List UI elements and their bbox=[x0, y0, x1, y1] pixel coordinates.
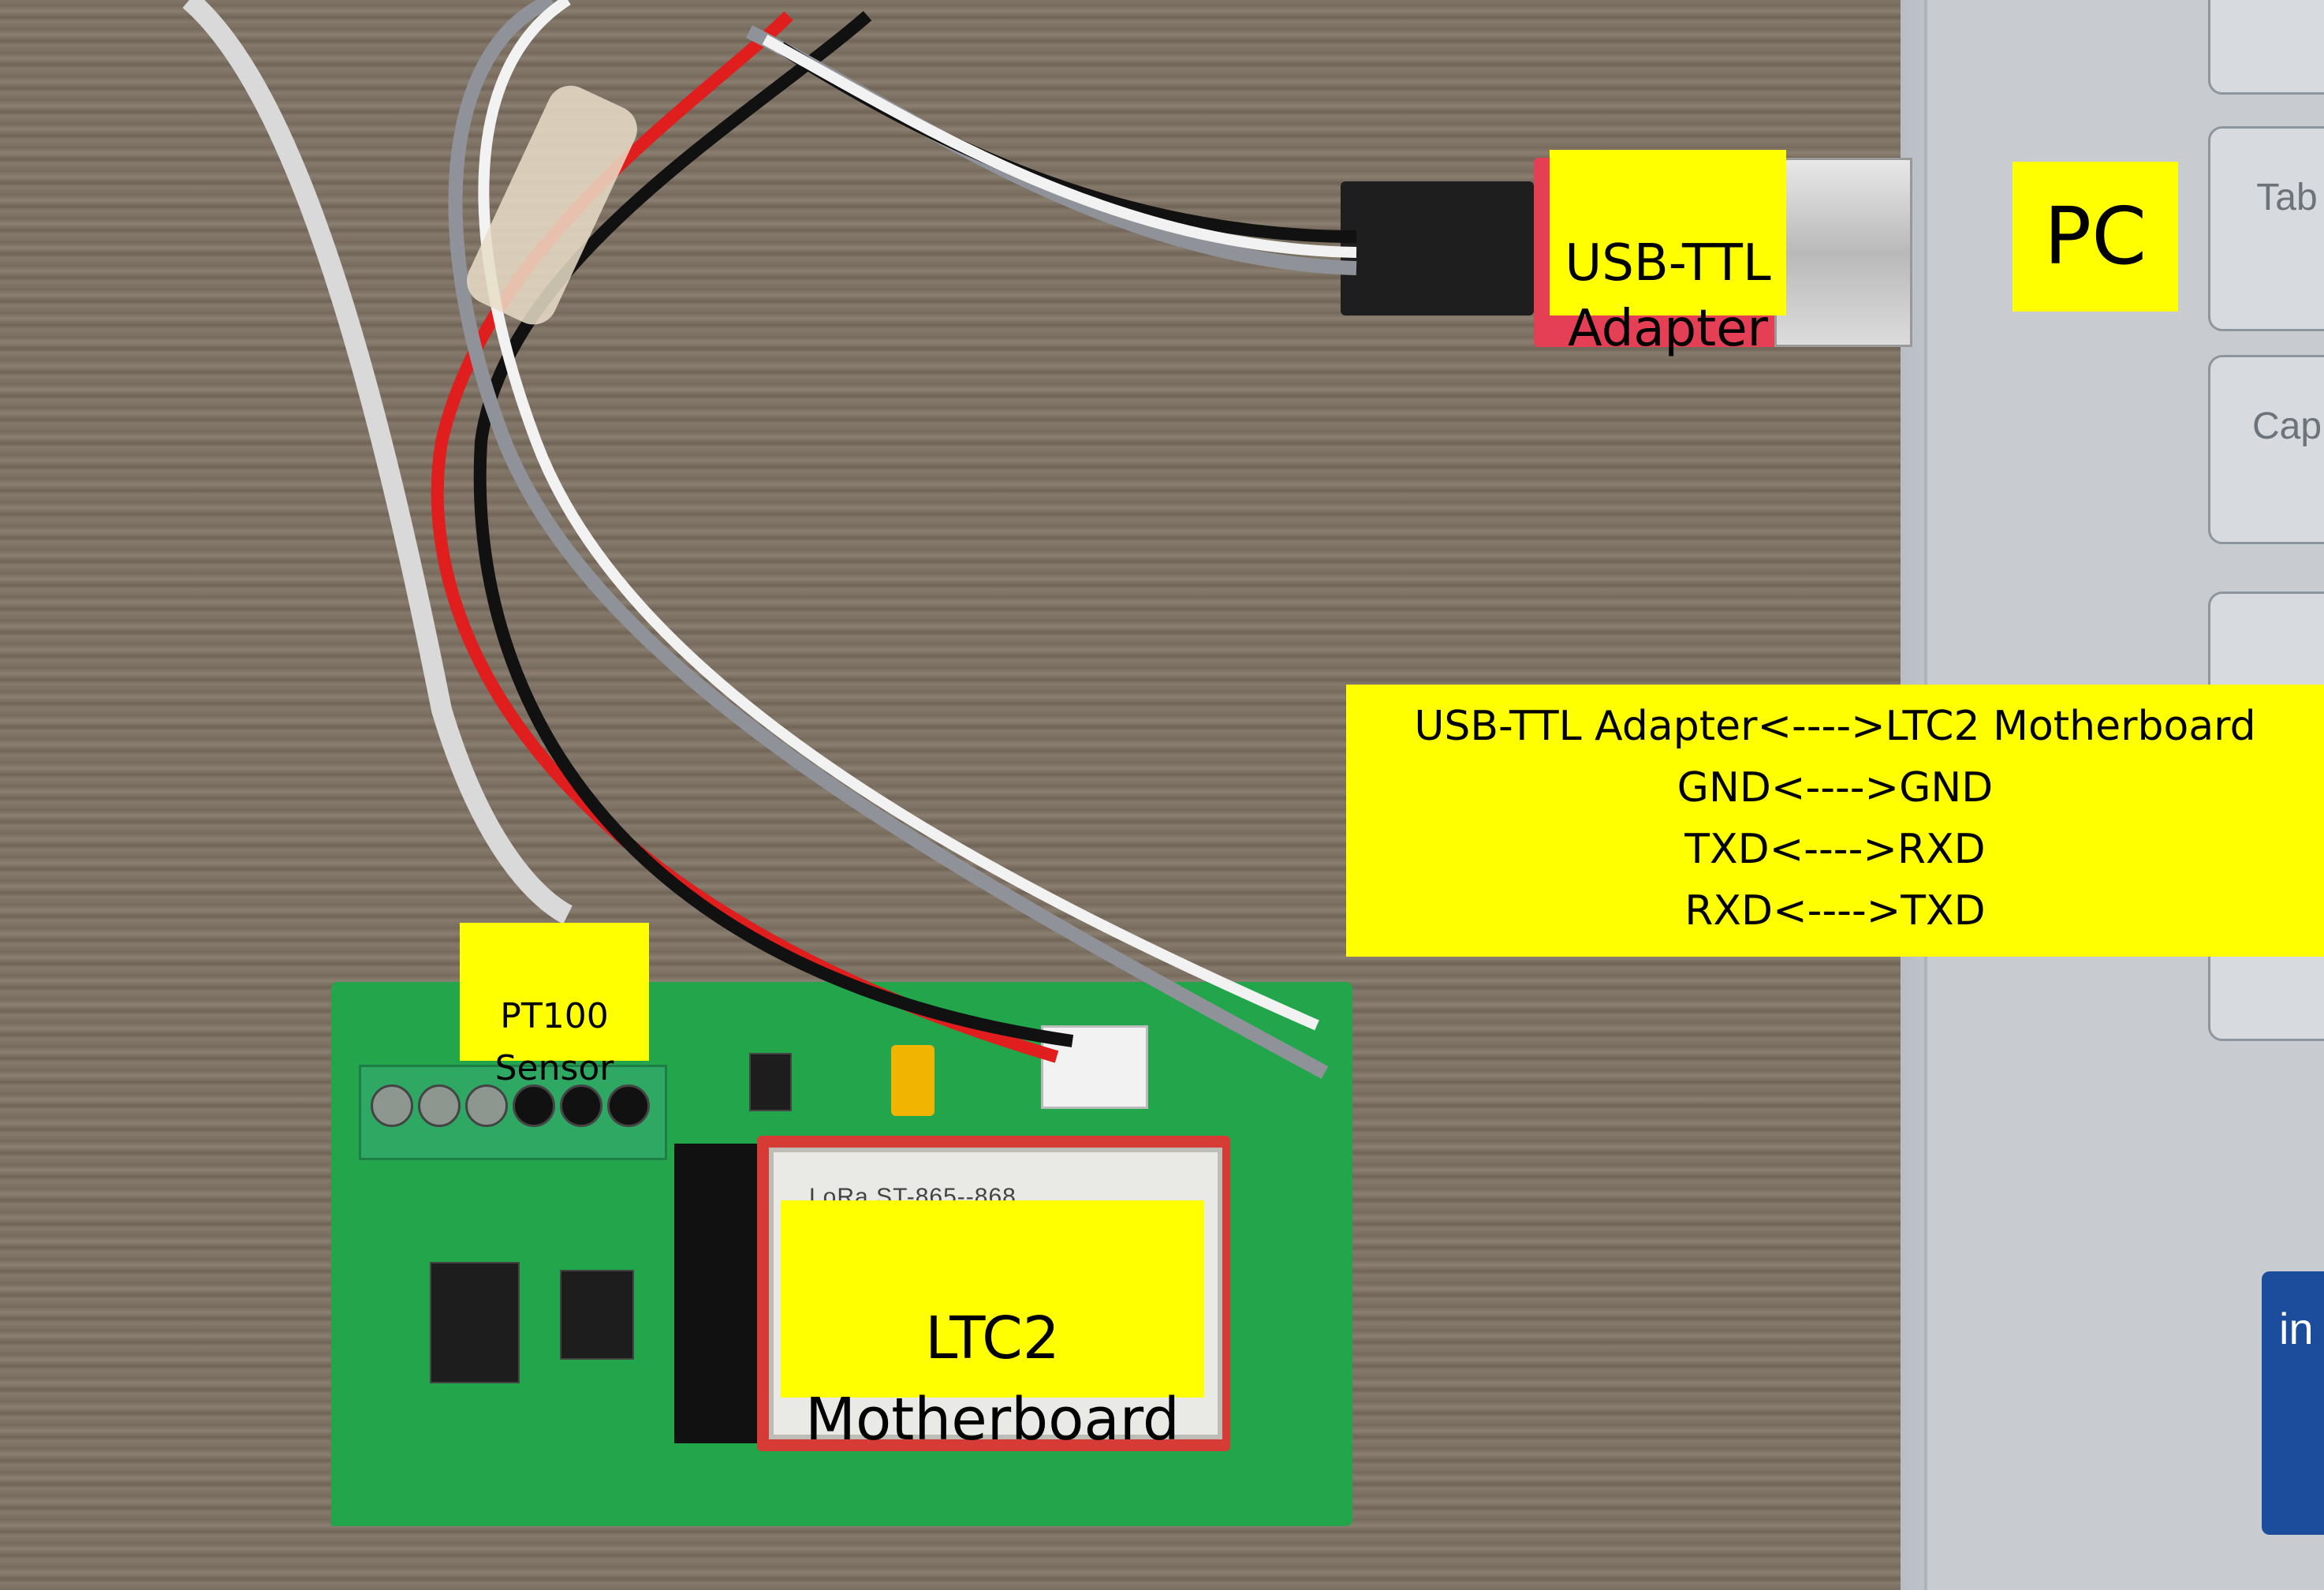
usb-ttl-adapter-label: USB-TTL Adapter bbox=[1550, 150, 1786, 358]
wiring-legend: USB-TTL Adapter<---->LTC2 Motherboard GN… bbox=[1346, 685, 2324, 957]
grey-wire bbox=[448, 0, 1329, 1079]
black-wire-to-adapter bbox=[777, 42, 1357, 243]
terminal-screw bbox=[371, 1084, 413, 1127]
tape-wrap bbox=[467, 85, 637, 325]
yellow-jumper bbox=[891, 1045, 934, 1116]
pcb-mounting-ear bbox=[331, 1443, 450, 1526]
module-slot bbox=[674, 1144, 761, 1443]
ic-chip bbox=[560, 1270, 634, 1360]
pc-label: PC bbox=[2013, 162, 2178, 312]
ltc2-motherboard-label: LTC2 Motherboard bbox=[781, 1200, 1204, 1454]
red-wire bbox=[431, 11, 1059, 1063]
wiring-legend-title: USB-TTL Adapter<---->LTC2 Motherboard bbox=[1414, 703, 2256, 750]
terminal-screw bbox=[607, 1084, 650, 1127]
ic-chip bbox=[749, 1053, 792, 1111]
ic-chip bbox=[430, 1262, 520, 1383]
laptop-key-caps: Cap bbox=[2208, 355, 2324, 544]
terminal-screw bbox=[560, 1084, 602, 1127]
pt100-sensor-label: PT100 Sensor bbox=[460, 923, 649, 1088]
terminal-screw bbox=[418, 1084, 461, 1127]
white-wire bbox=[478, 0, 1319, 1031]
sensor-cable bbox=[182, 0, 573, 924]
wiring-legend-gnd: GND<---->GND bbox=[1677, 764, 1994, 812]
pcb-mounting-ear bbox=[1187, 1443, 1305, 1526]
terminal-screw bbox=[465, 1084, 508, 1127]
dupont-connector bbox=[1341, 181, 1534, 315]
black-wire bbox=[473, 10, 1074, 1047]
wiring-legend-rxd: RXD<---->TXD bbox=[1684, 887, 1986, 935]
laptop-key-tab: Tab bbox=[2208, 126, 2324, 331]
laptop-key bbox=[2208, 0, 2324, 95]
terminal-screw bbox=[513, 1084, 555, 1127]
wiring-legend-txd: TXD<---->RXD bbox=[1684, 826, 1986, 873]
laptop-sticker-badge: in bbox=[2262, 1271, 2324, 1535]
usb-plug bbox=[1774, 158, 1912, 347]
white-wire-to-adapter bbox=[762, 34, 1357, 258]
